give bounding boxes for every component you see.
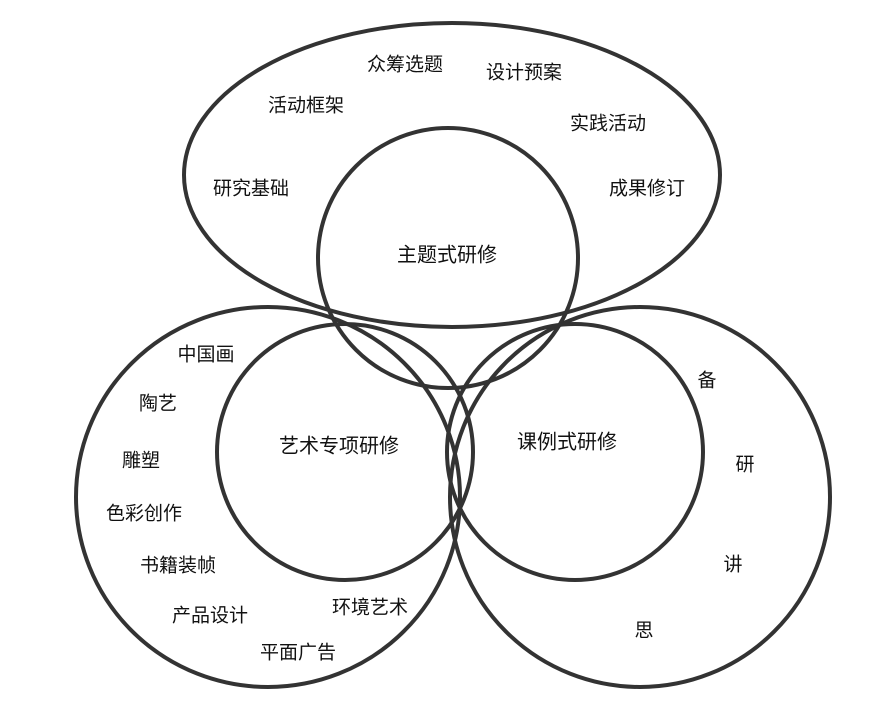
right-item-label: 研 <box>735 454 754 476</box>
top-inner-circle <box>316 126 580 390</box>
top-item-label: 研究基础 <box>213 178 289 200</box>
left-item-label: 平面广告 <box>260 642 336 664</box>
left-item-label: 产品设计 <box>172 605 248 627</box>
left-item-label: 陶艺 <box>139 393 177 415</box>
left-outer-petal <box>74 305 462 689</box>
right-item-label: 备 <box>697 370 716 392</box>
top-center-label: 主题式研修 <box>397 243 497 267</box>
top-item-label: 实践活动 <box>570 113 646 135</box>
left-inner-circle <box>215 322 475 582</box>
top-outer-petal <box>182 21 722 329</box>
right-inner-circle <box>445 322 705 582</box>
top-item-label: 成果修订 <box>609 178 685 200</box>
right-center-label: 课例式研修 <box>517 430 617 454</box>
left-item-label: 中国画 <box>177 344 234 366</box>
left-item-label: 书籍装帧 <box>140 555 216 577</box>
top-item-label: 众筹选题 <box>367 54 443 76</box>
right-item-label: 思 <box>634 620 653 642</box>
left-item-label: 雕塑 <box>122 450 160 472</box>
right-outer-petal <box>448 305 832 689</box>
left-center-label: 艺术专项研修 <box>279 434 399 458</box>
right-item-label: 讲 <box>723 554 742 576</box>
left-item-label: 环境艺术 <box>332 597 408 619</box>
top-item-label: 活动框架 <box>268 95 344 117</box>
top-item-label: 设计预案 <box>486 62 562 84</box>
left-item-label: 色彩创作 <box>106 503 182 525</box>
